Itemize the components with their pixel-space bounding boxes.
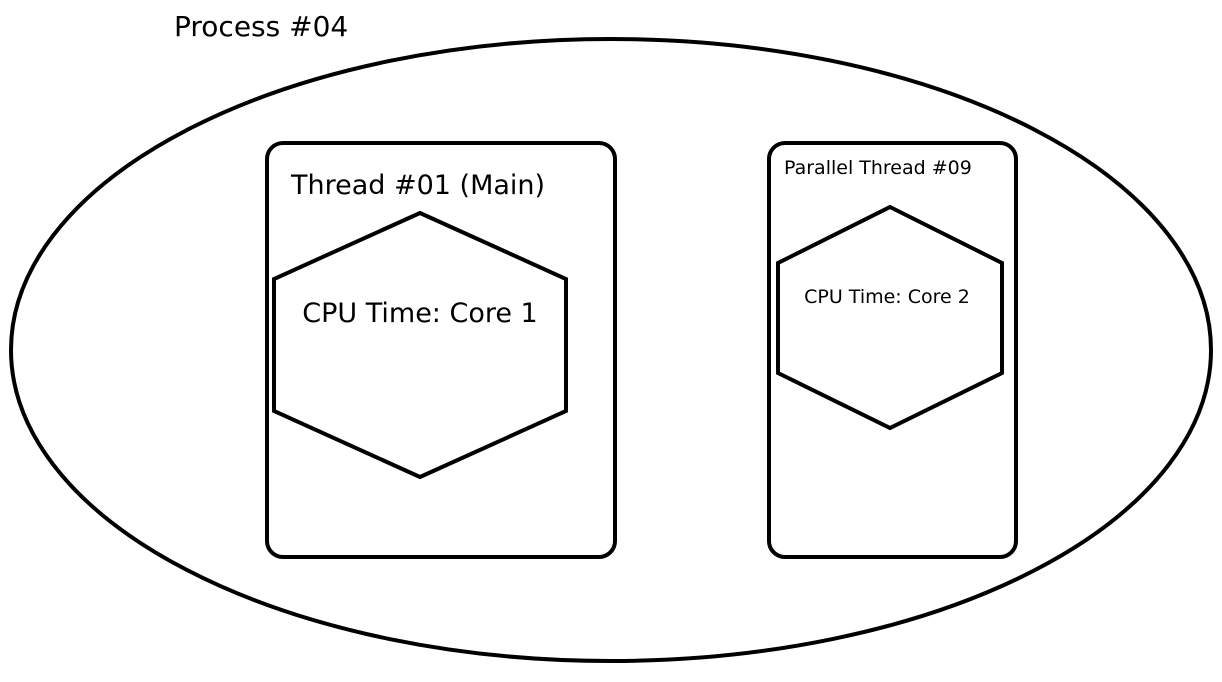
- cpu-core2-label: CPU Time: Core 2: [804, 286, 970, 308]
- process-ellipse: [9, 37, 1213, 663]
- process-label: Process #04: [174, 10, 348, 43]
- thread-main-box: [265, 141, 617, 559]
- thread-main-label: Thread #01 (Main): [290, 170, 545, 201]
- thread-parallel-label: Parallel Thread #09: [784, 157, 972, 179]
- cpu-core1-hexagon: [272, 210, 568, 480]
- cpu-core1-label: CPU Time: Core 1: [302, 298, 538, 329]
- thread-parallel-box: [767, 141, 1018, 559]
- cpu-core2-hexagon: [776, 204, 1004, 431]
